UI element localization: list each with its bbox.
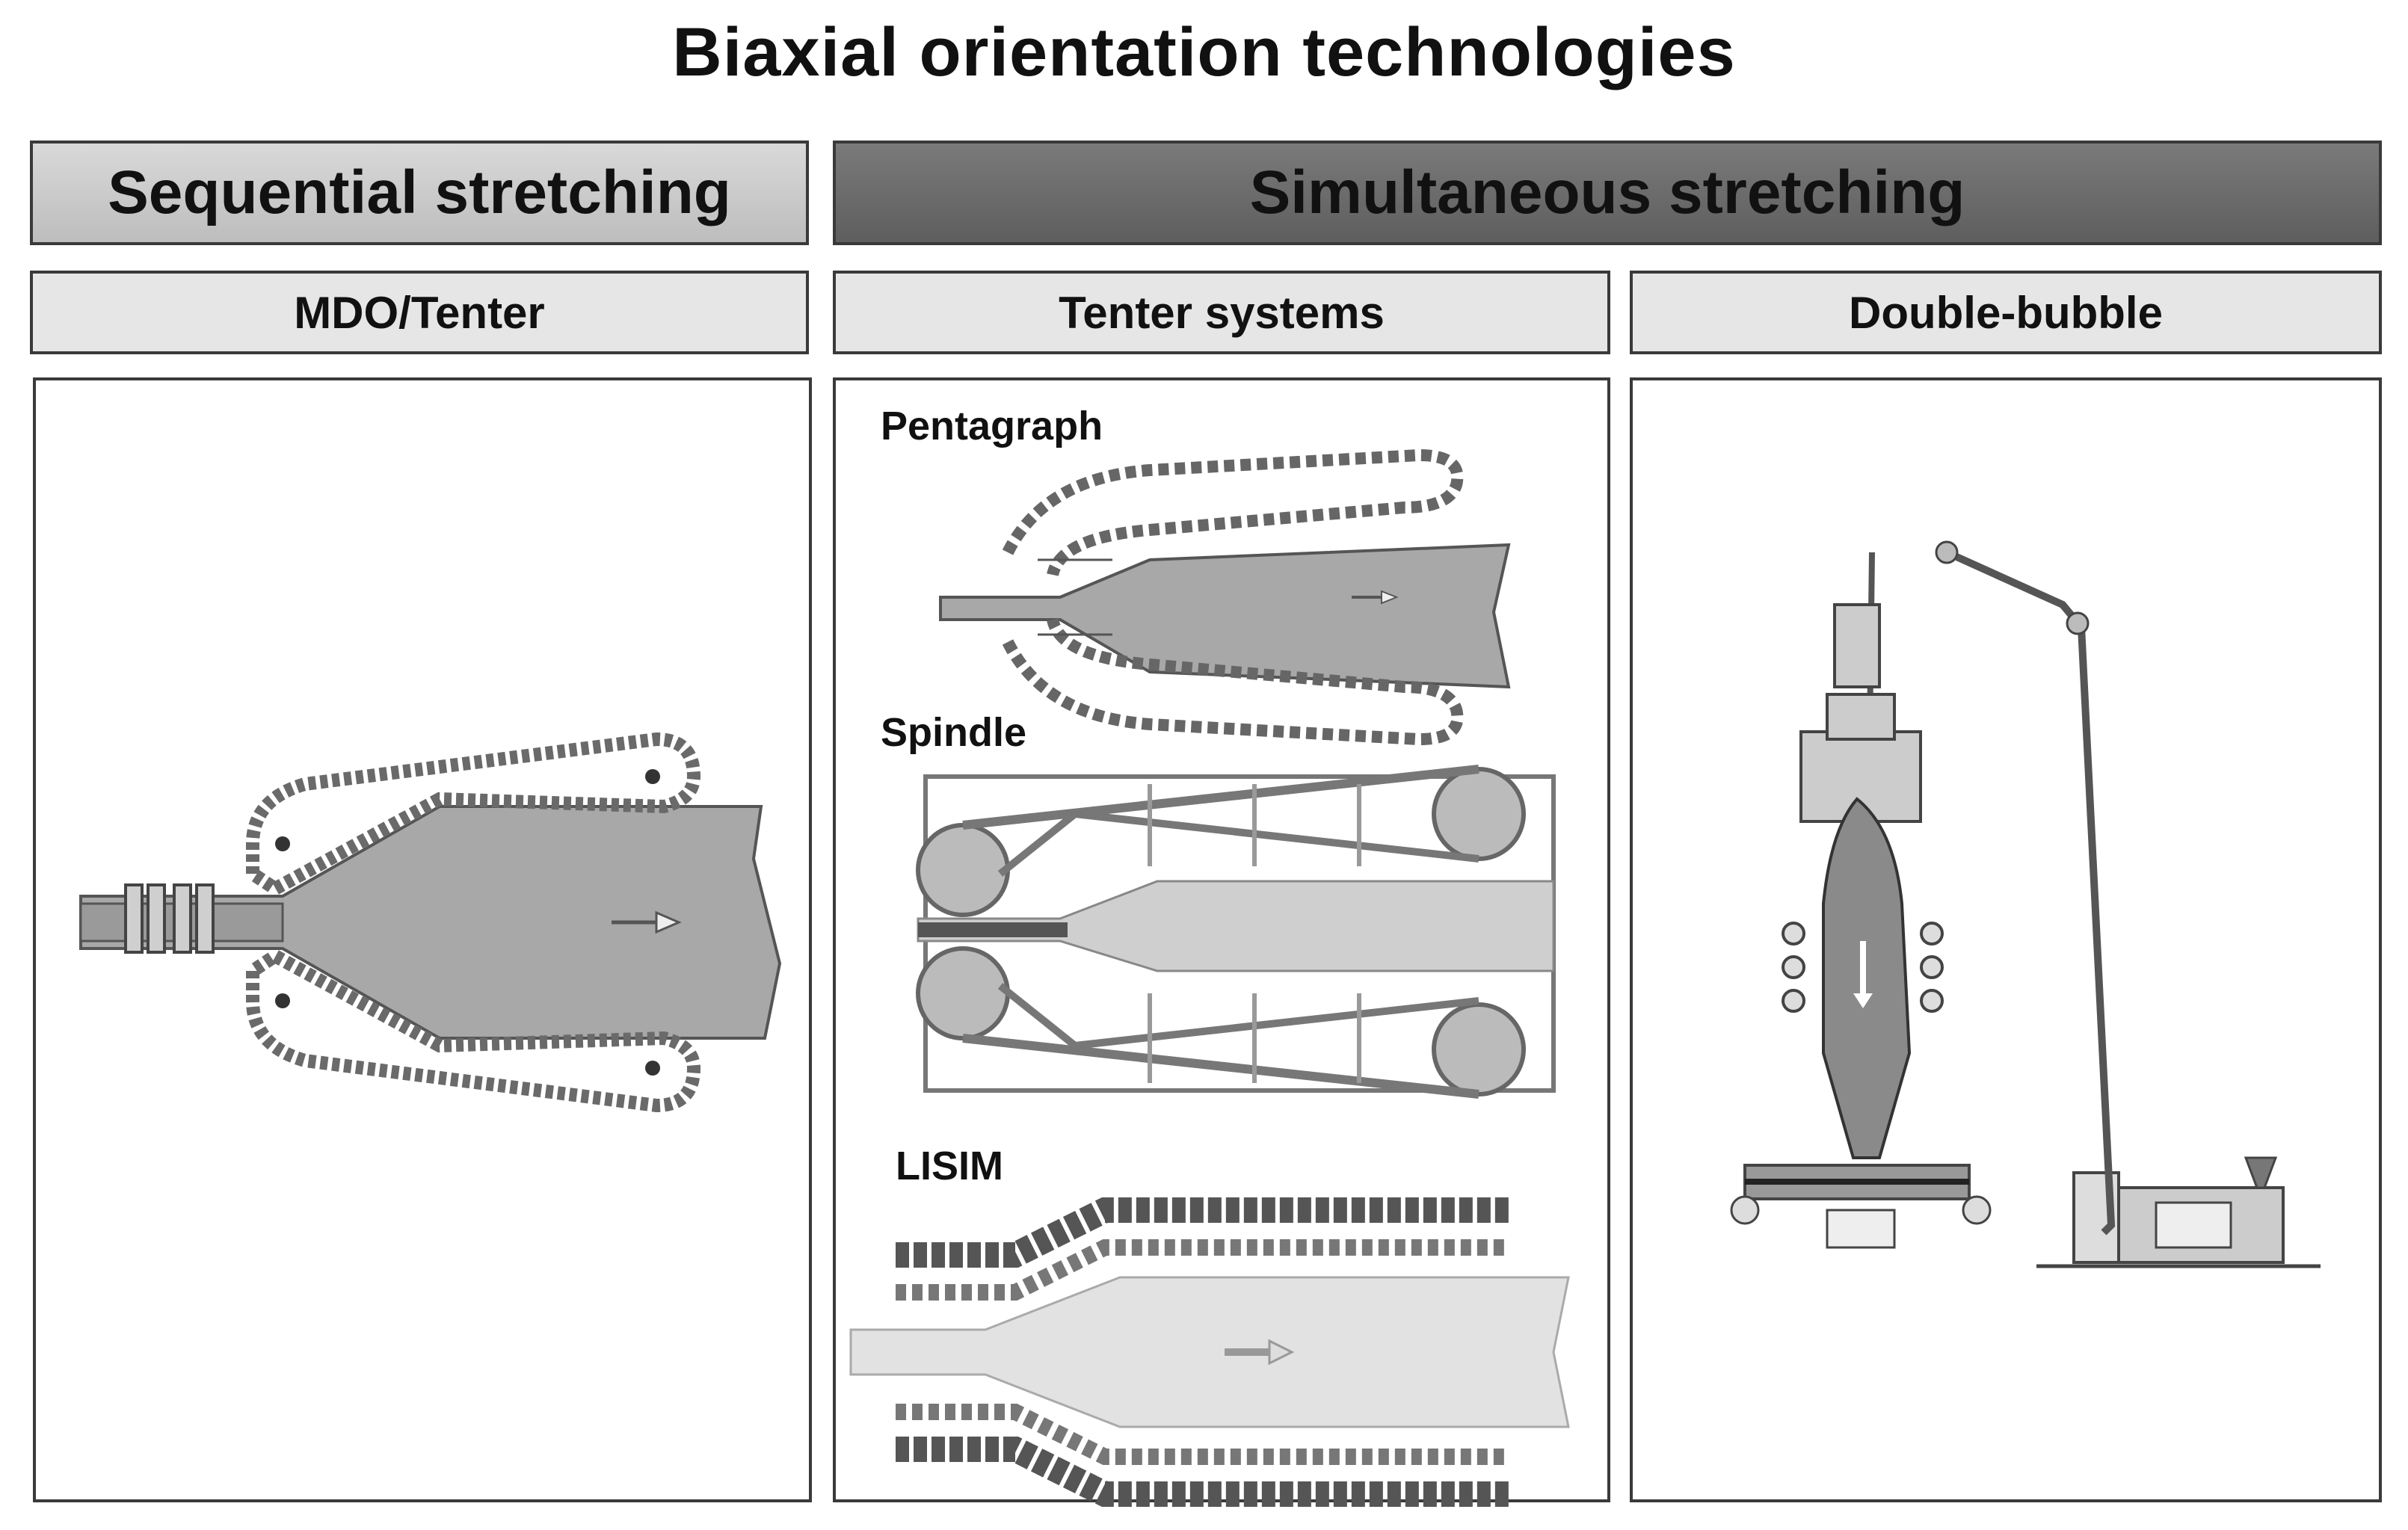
mdo-tenter-diagram bbox=[79, 732, 782, 1113]
simultaneous-stretching-header: Simultaneous stretching bbox=[833, 141, 2382, 245]
tenter-systems-header: Tenter systems bbox=[833, 271, 1610, 354]
spindle-label: Spindle bbox=[881, 710, 1027, 755]
pentagraph-label: Pentagraph bbox=[881, 404, 1103, 448]
double-bubble-panel bbox=[1630, 377, 2382, 1502]
double-bubble-header: Double-bubble bbox=[1630, 271, 2382, 354]
lisim-label: LISIM bbox=[896, 1144, 1003, 1188]
sequential-stretching-header: Sequential stretching bbox=[30, 141, 809, 245]
tenter-systems-panel: Pentagraph Spindle LISIM bbox=[833, 377, 1610, 1507]
double-bubble-diagram bbox=[1730, 540, 2321, 1268]
lisim-diagram bbox=[849, 1197, 1570, 1507]
mdo-tenter-header: MDO/Tenter bbox=[30, 271, 809, 354]
mdo-tenter-panel bbox=[33, 377, 812, 1502]
page-title: Biaxial orientation technologies bbox=[672, 14, 1736, 90]
pentagraph-diagram bbox=[939, 448, 1511, 746]
spindle-diagram bbox=[916, 765, 1556, 1099]
